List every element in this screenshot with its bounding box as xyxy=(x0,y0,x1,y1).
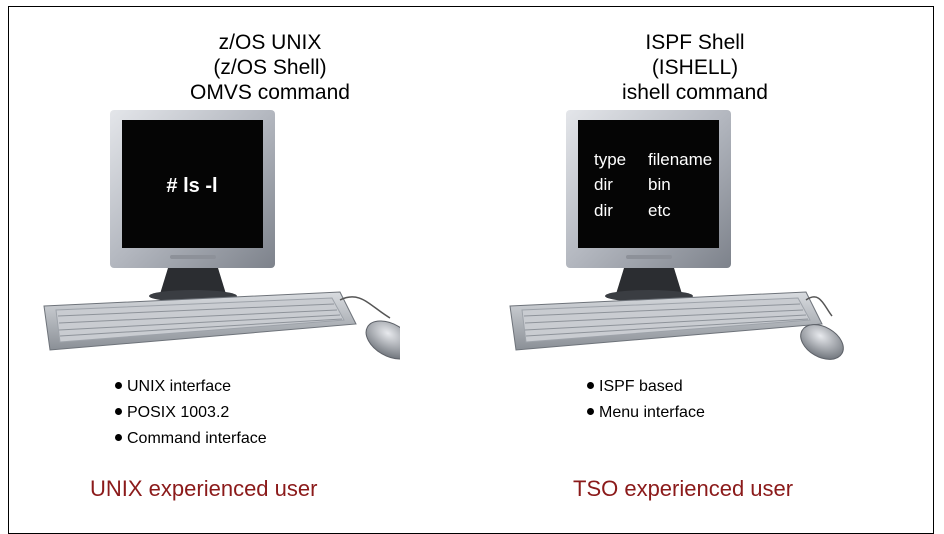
right-user-label: TSO experienced user xyxy=(573,476,794,501)
right-bullet-item: ISPF based xyxy=(587,374,705,400)
monitor-stand xyxy=(160,268,226,294)
bullet-dot xyxy=(115,434,122,441)
right-bullet-item: Menu interface xyxy=(587,400,705,426)
left-title-line-2: (z/OS Shell) xyxy=(213,56,327,79)
keyboard-key-area xyxy=(55,297,345,343)
left-title: z/OS UNIX (z/OS Shell) OMVS command xyxy=(120,30,420,105)
screen-row-3-name: etc xyxy=(648,201,671,220)
keyboard-key-row-3 xyxy=(524,314,807,331)
left-user-label: UNIX experienced user xyxy=(90,476,318,501)
left-bullet-item: Command interface xyxy=(115,426,267,452)
left-title-line-3: OMVS command xyxy=(190,81,350,104)
diagram-frame xyxy=(8,6,934,534)
left-bullet-text: UNIX interface xyxy=(127,378,232,395)
screen-row-1-type: type xyxy=(594,150,626,169)
monitor-button-strip xyxy=(626,255,672,259)
mouse xyxy=(365,320,400,360)
keyboard-key-row-2 xyxy=(58,309,338,324)
left-bullet-text: Command interface xyxy=(127,430,267,447)
bullet-dot xyxy=(587,382,594,389)
left-bullet-item: UNIX interface xyxy=(115,374,267,400)
bullet-dot xyxy=(115,382,122,389)
left-bullet-item: POSIX 1003.2 xyxy=(115,400,267,426)
keyboard-key-row-1 xyxy=(523,303,801,317)
keyboard-key-row-1 xyxy=(57,303,335,317)
left-bullet-list: UNIX interface POSIX 1003.2 Command inte… xyxy=(115,374,267,452)
bullet-dot xyxy=(115,408,122,415)
monitor-stand xyxy=(616,268,682,294)
screen-row-1-name: filename xyxy=(648,150,712,169)
mouse-cable xyxy=(805,296,833,317)
monitor-button-strip xyxy=(170,255,216,259)
right-title-line-1: ISPF Shell xyxy=(645,31,745,54)
monitor-screen xyxy=(578,120,719,248)
right-bullet-text: ISPF based xyxy=(599,378,683,395)
right-title-line-3: ishell command xyxy=(622,81,768,104)
right-title: ISPF Shell (ISHELL) ishell command xyxy=(545,30,845,105)
keyboard-key-row-4 xyxy=(59,318,343,337)
screen-row-2-type: dir xyxy=(594,175,613,194)
bullet-dot xyxy=(587,408,594,415)
right-bullet-text: Menu interface xyxy=(599,404,705,421)
right-computer-illustration: type filename dir bin dir etc xyxy=(509,110,844,360)
monitor-screen xyxy=(122,120,263,248)
left-computer-illustration: # ls -l xyxy=(43,110,400,360)
keyboard-key-row-4 xyxy=(525,318,809,337)
keyboard-key-row-3 xyxy=(58,314,341,331)
screen-row-3-type: dir xyxy=(594,201,613,220)
keyboard-key-row-2 xyxy=(524,309,804,324)
right-title-line-2: (ISHELL) xyxy=(651,56,739,79)
screen-row-2-name: bin xyxy=(648,175,671,194)
mouse xyxy=(800,324,844,360)
left-bullet-text: POSIX 1003.2 xyxy=(127,404,230,421)
mouse-cable xyxy=(339,296,391,319)
left-title-line-1: z/OS UNIX xyxy=(218,31,322,54)
keyboard-key-area xyxy=(521,297,811,343)
right-bullet-list: ISPF based Menu interface xyxy=(587,374,705,426)
screen-command: # ls -l xyxy=(166,175,217,197)
